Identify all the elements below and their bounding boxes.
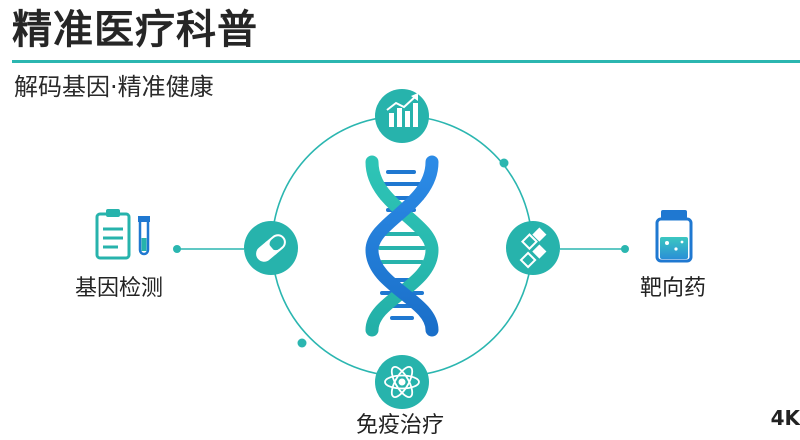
medicine-bottle-icon: [655, 210, 693, 263]
watermark-4k: 4K: [770, 406, 800, 430]
label-gene-testing: 基因检测: [75, 276, 164, 301]
molecule-icon: [506, 221, 560, 275]
clipboard-test-tube-icon: [95, 209, 150, 260]
label-immunotherapy: 免疫治疗: [356, 413, 445, 438]
connector-right: [560, 245, 629, 253]
precision-medicine-diagram: [95, 89, 693, 409]
page-title: 精准医疗科普: [12, 7, 258, 53]
ring-dot: [297, 338, 307, 348]
growth-chart-icon: [375, 89, 429, 143]
dna-helix-icon: [365, 155, 439, 337]
label-targeted-drug: 靶向药: [640, 276, 707, 301]
capsule-pill-icon: [244, 221, 298, 275]
ring-dot: [499, 158, 509, 168]
page-subtitle: 解码基因·精准健康: [14, 73, 214, 101]
atom-icon: [375, 355, 429, 409]
title-underline: [12, 60, 800, 63]
connector-left: [173, 245, 244, 253]
